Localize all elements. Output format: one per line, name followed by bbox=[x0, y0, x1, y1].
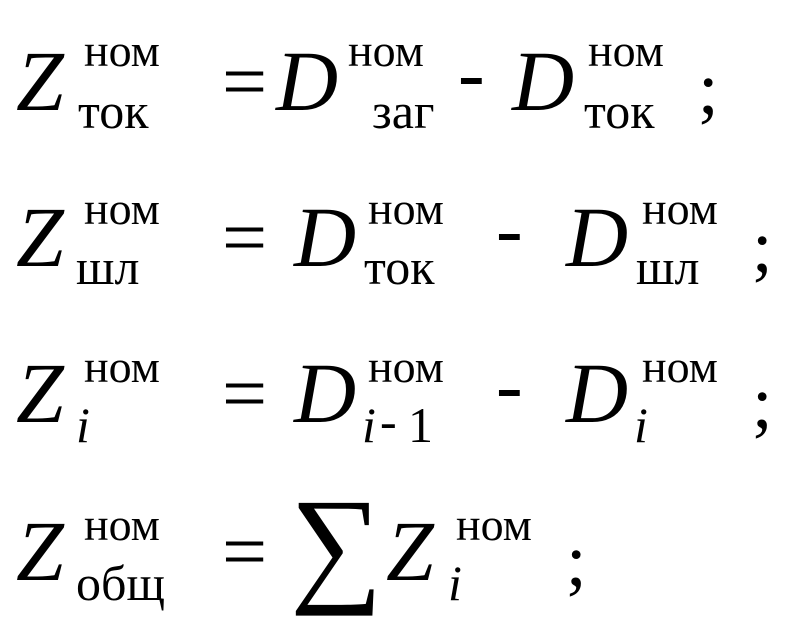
f3-lhs-symbol: Z bbox=[16, 345, 64, 441]
f2-lhs-subscript: шл bbox=[76, 239, 140, 295]
f3-term-a-superscript: ном bbox=[368, 341, 444, 392]
f3-term-a-symbol: D bbox=[294, 345, 357, 441]
f1-lhs-superscript: ном bbox=[84, 25, 160, 76]
f4-lhs-subscript: общ bbox=[76, 555, 165, 611]
f3-semicolon: ; bbox=[752, 362, 773, 444]
f3-term-b-subscript: i bbox=[634, 397, 648, 453]
f4-term-superscript: ном bbox=[456, 499, 532, 550]
f3-equals-sign: = bbox=[222, 350, 268, 438]
f3-term-b-superscript: ном bbox=[642, 341, 718, 392]
f2-semicolon: ; bbox=[752, 206, 773, 288]
f2-equals-sign: = bbox=[222, 194, 268, 282]
f2-minus-sign: - bbox=[496, 186, 523, 274]
f1-equals-sign: = bbox=[222, 38, 268, 126]
f2-term-a-symbol: D bbox=[294, 189, 357, 285]
f1-semicolon: ; bbox=[698, 48, 719, 130]
f3-term-a-subscript-i: i bbox=[362, 397, 376, 453]
f2-lhs-symbol: Z bbox=[16, 189, 64, 285]
f4-lhs-superscript: ном bbox=[84, 499, 160, 550]
f4-summation-sign: ∑ bbox=[290, 473, 383, 617]
f2-term-b-subscript: шл bbox=[636, 239, 700, 295]
f3-term-a-subscript-minus: - bbox=[380, 393, 397, 449]
f1-term-b-superscript: ном bbox=[588, 25, 664, 76]
f1-term-a-symbol: D bbox=[276, 33, 339, 129]
f3-minus-sign: - bbox=[496, 342, 523, 430]
f3-lhs-superscript: ном bbox=[84, 341, 160, 392]
f2-term-a-subscript: ток bbox=[364, 239, 435, 295]
f2-term-b-superscript: ном bbox=[642, 183, 718, 234]
f1-term-b-symbol: D bbox=[512, 33, 575, 129]
f3-lhs-subscript: i bbox=[76, 397, 90, 453]
f4-term-subscript: i bbox=[448, 555, 462, 611]
f1-term-a-subscript: заг bbox=[372, 83, 435, 139]
f3-term-a-subscript-one: 1 bbox=[408, 397, 433, 453]
f1-term-b-subscript: ток bbox=[584, 83, 655, 139]
f3-term-b-symbol: D bbox=[566, 345, 629, 441]
f1-lhs-symbol: Z bbox=[16, 33, 64, 129]
f1-term-a-superscript: ном bbox=[348, 25, 424, 76]
f4-equals-sign: = bbox=[222, 508, 268, 596]
f4-lhs-symbol: Z bbox=[16, 503, 64, 599]
f1-lhs-subscript: ток bbox=[78, 83, 149, 139]
f2-term-a-superscript: ном bbox=[368, 183, 444, 234]
f4-term-symbol: Z bbox=[386, 503, 434, 599]
f4-semicolon: ; bbox=[566, 520, 587, 602]
f2-lhs-superscript: ном bbox=[84, 183, 160, 234]
f1-minus-sign: - bbox=[458, 30, 485, 118]
f2-term-b-symbol: D bbox=[566, 189, 629, 285]
